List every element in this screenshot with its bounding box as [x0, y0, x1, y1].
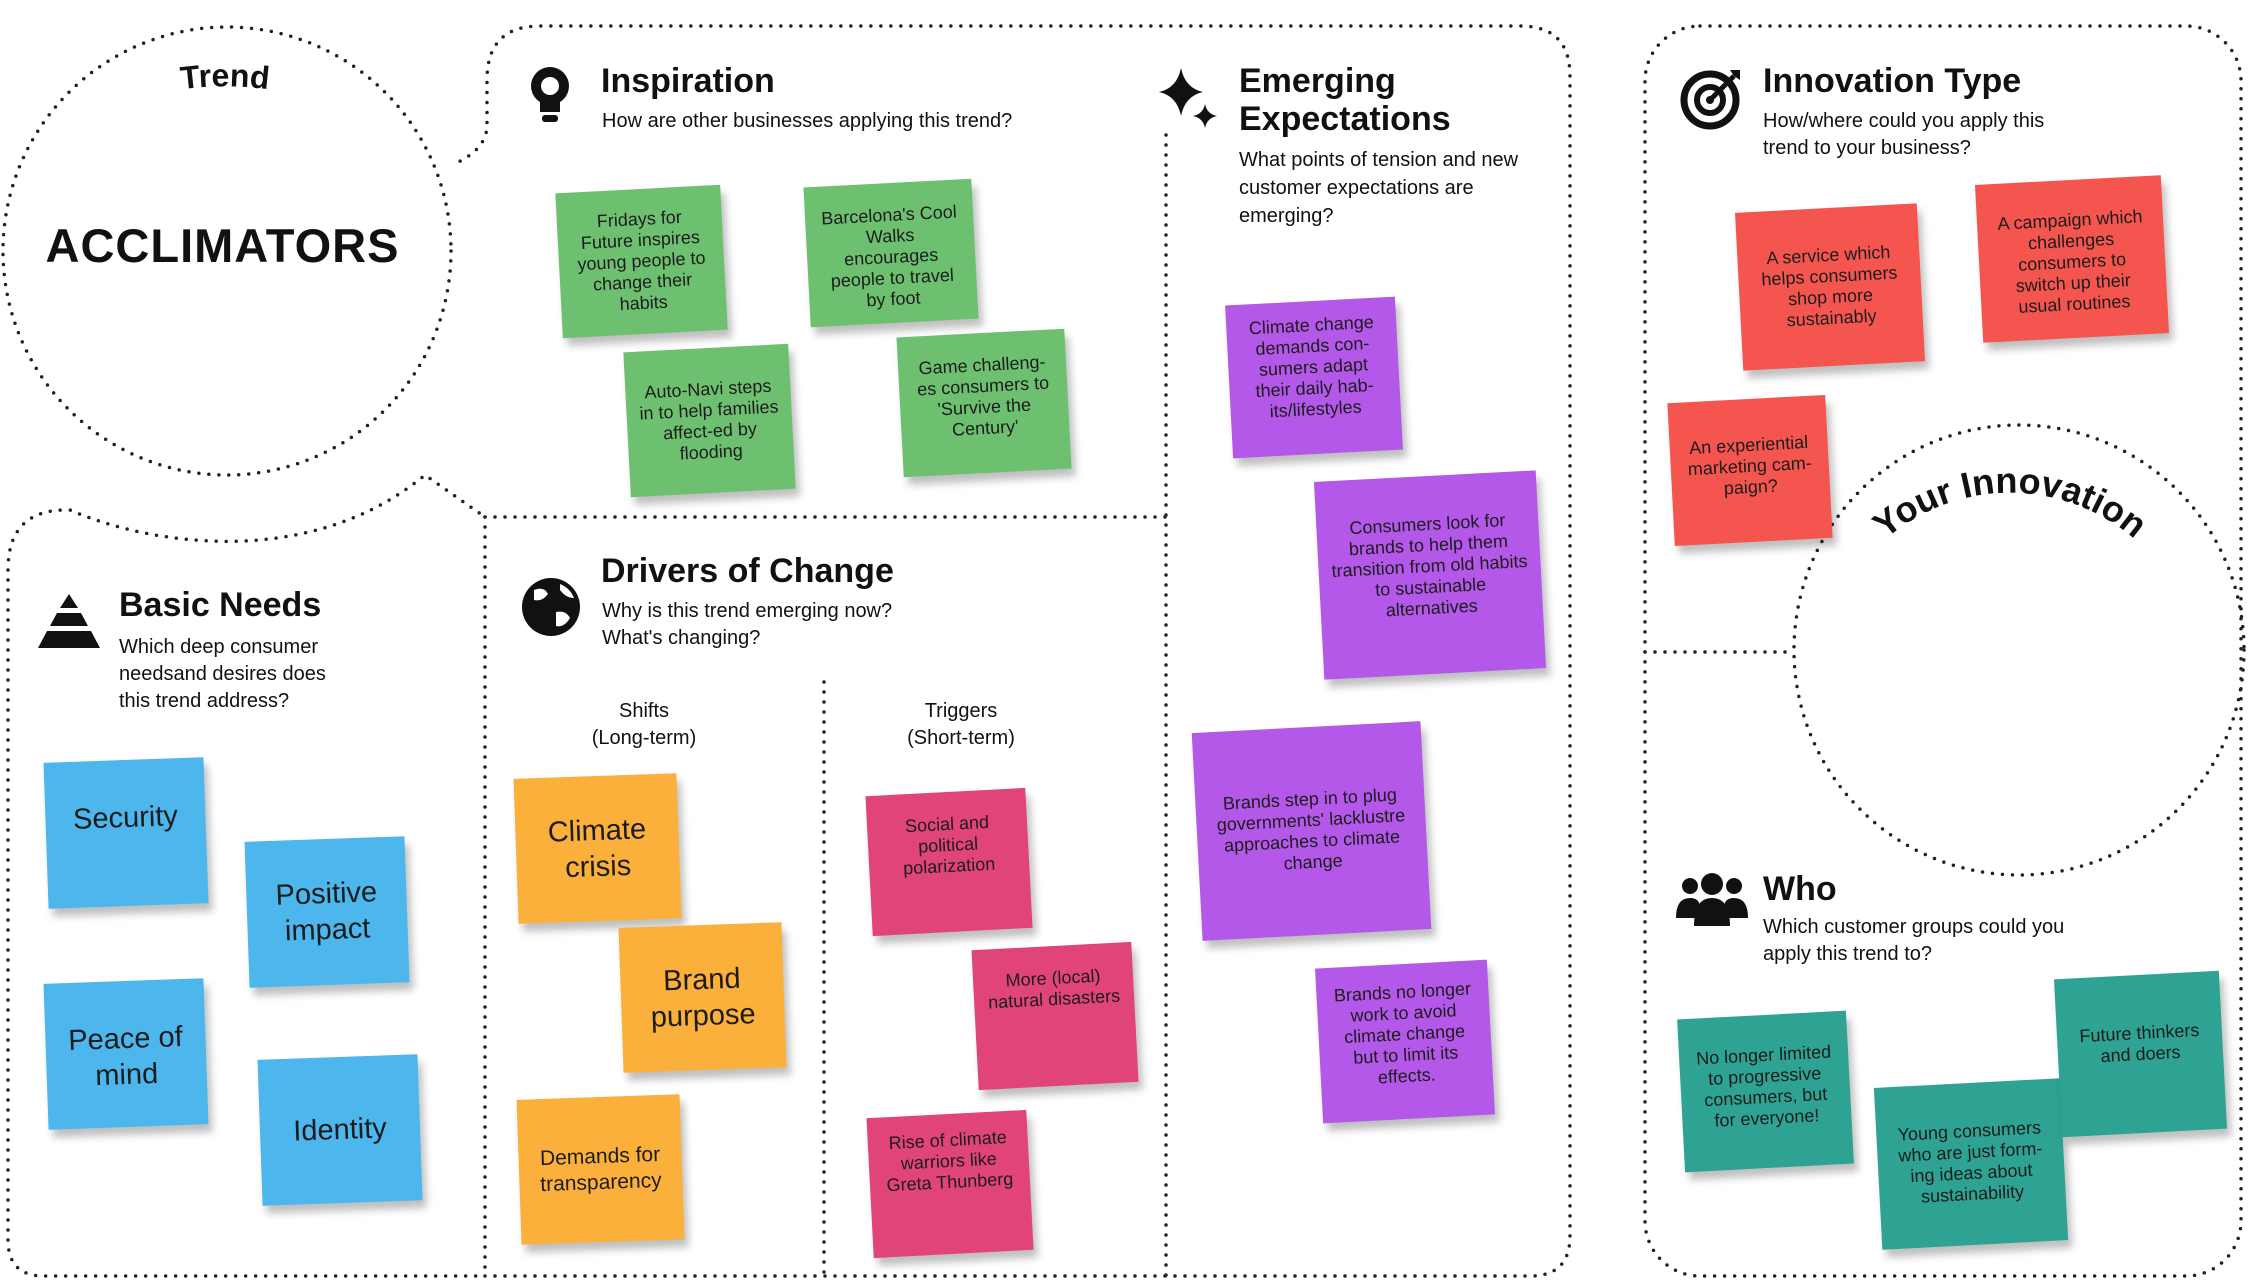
emerging-title-line2: Expectations	[1239, 100, 1451, 138]
sparkle-icon	[1159, 68, 1217, 128]
trend-label: Trend	[178, 57, 271, 96]
shifts-heading: Shifts (Long-term)	[544, 698, 744, 752]
sticky-note[interactable]: Barcelona's Cool Walks encourages people…	[803, 178, 979, 328]
sticky-note[interactable]: Brands step in to plug governments' lack…	[1191, 721, 1432, 941]
triggers-heading-title: Triggers	[924, 700, 998, 722]
basic-needs-subtitle: Which deep consumer needsand desires doe…	[119, 636, 326, 712]
emerging-subtitle: What points of tension and new customer …	[1239, 149, 1519, 227]
triggers-heading-sub: (Short-term)	[907, 727, 1015, 749]
shifts-heading-title: Shifts	[618, 700, 670, 722]
shifts-heading-sub: (Long-term)	[591, 727, 697, 749]
who-subtitle: Which customer groups could you apply th…	[1763, 916, 2065, 965]
sticky-note[interactable]: Climate change demands con-sumers adapt …	[1225, 296, 1403, 459]
your-innovation-label: Your Innovation	[1865, 460, 2155, 546]
pyramid-icon	[38, 594, 100, 648]
who-title: Who	[1763, 870, 1837, 908]
inspiration-subtitle: How are other businesses applying this t…	[602, 110, 1013, 132]
sticky-note[interactable]: A service which helps consumers shop mor…	[1734, 203, 1926, 371]
drivers-subtitle: Why is this trend emerging now? What's c…	[602, 600, 893, 649]
sticky-note[interactable]: Future thinkers and doers	[2053, 970, 2228, 1138]
your-innovation-circle	[1792, 423, 2246, 877]
sticky-note[interactable]: Fridays for Future inspires young people…	[555, 184, 728, 339]
central-panel-border	[450, 24, 1572, 1278]
sticky-note[interactable]: Demands for transparency	[516, 1094, 685, 1245]
sticky-note[interactable]: Young consumers who are just form-ing id…	[1873, 1078, 2069, 1250]
inspiration-title: Inspiration	[601, 62, 775, 100]
trend-circle-border	[1, 25, 453, 477]
sticky-note[interactable]: Consumers look for brands to help them t…	[1313, 470, 1547, 680]
innovation-type-subtitle: How/where could you apply this trend to …	[1763, 110, 2045, 159]
sticky-note[interactable]: Brands no longer work to avoid climate c…	[1315, 959, 1495, 1124]
sticky-note[interactable]: Brand purpose	[618, 922, 787, 1073]
sticky-note[interactable]: Identity	[257, 1054, 423, 1206]
sticky-note[interactable]: Security	[43, 757, 209, 909]
globe-icon	[522, 578, 580, 636]
sticky-note[interactable]: Peace of mind	[43, 978, 209, 1130]
sticky-note[interactable]: A campaign which challenges consumers to…	[1974, 175, 2170, 343]
sticky-note[interactable]: No longer limited to progressive consume…	[1677, 1010, 1854, 1173]
sticky-note[interactable]: Game challeng-es consumers to 'Survive t…	[896, 328, 1072, 478]
lightbulb-icon	[531, 67, 569, 122]
drivers-title: Drivers of Change	[601, 552, 894, 590]
sticky-note[interactable]: Rise of climate warriors like Greta Thun…	[866, 1109, 1034, 1259]
triggers-heading: Triggers (Short-term)	[861, 698, 1061, 752]
innovation-type-title: Innovation Type	[1763, 62, 2022, 100]
sticky-note[interactable]: Positive impact	[244, 836, 410, 988]
sticky-note[interactable]: Social and political polarization	[865, 787, 1033, 937]
target-icon	[1680, 70, 1740, 130]
sticky-note[interactable]: An experiential marketing cam-paign?	[1667, 394, 1833, 547]
sticky-note[interactable]: Climate crisis	[513, 773, 682, 924]
trend-name: ACCLIMATORS	[45, 219, 400, 272]
sticky-note[interactable]: More (local) natural disasters	[971, 941, 1139, 1091]
people-icon	[1676, 873, 1748, 926]
sticky-note[interactable]: Auto-Navi steps in to help families affe…	[623, 343, 796, 498]
emerging-title-line1: Emerging	[1239, 62, 1396, 100]
basic-needs-title: Basic Needs	[119, 586, 322, 624]
basic-needs-border	[6, 472, 487, 1278]
